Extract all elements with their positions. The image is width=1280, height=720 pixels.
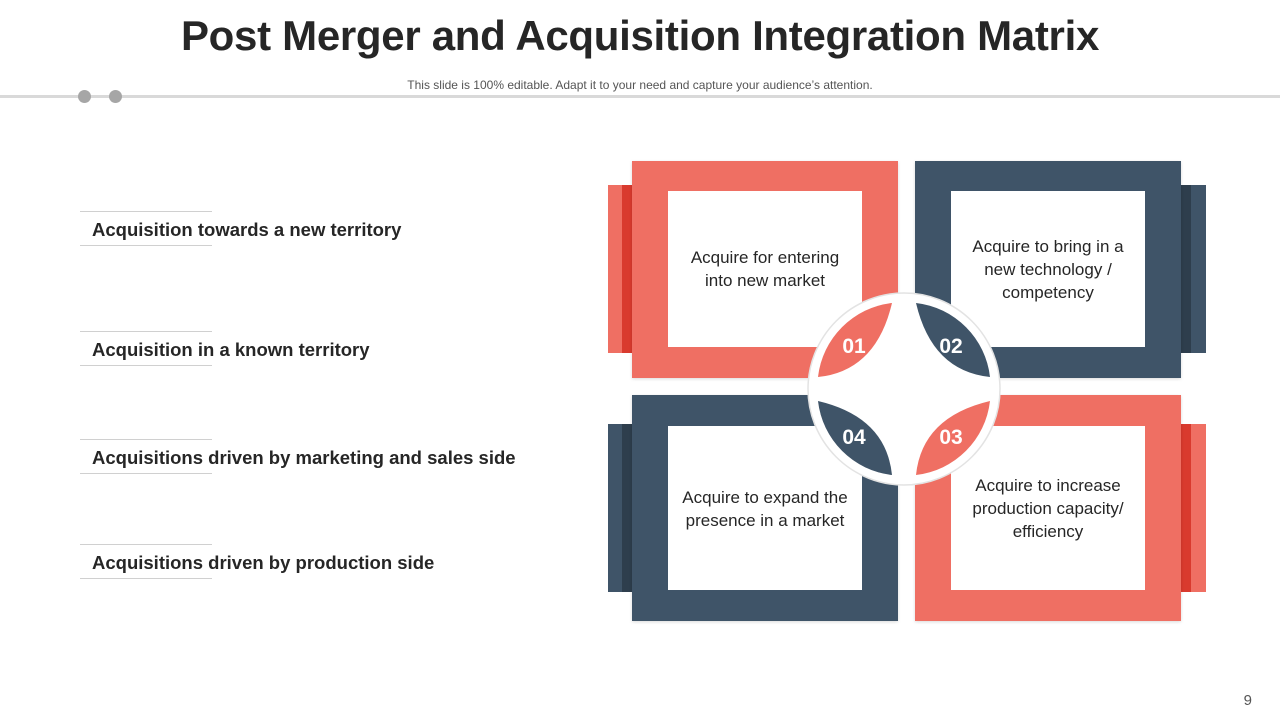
label-rule-top — [80, 439, 212, 440]
petal-number-04: 04 — [842, 426, 866, 449]
quadrant-2-frame: Acquire to bring in a new technology / c… — [915, 161, 1181, 378]
quadrant-4-frame: Acquire to expand the presence in a mark… — [632, 395, 898, 621]
label-rule-top — [80, 211, 212, 212]
quadrant-1-side-bar — [608, 185, 632, 353]
label-text: Acquisitions driven by production side — [92, 552, 435, 573]
quadrant-1-frame: Acquire for entering into new market — [632, 161, 898, 378]
quadrant-3-text: Acquire to increase production capacity/… — [951, 426, 1145, 590]
petal-01 — [818, 303, 892, 377]
petal-number-02: 02 — [939, 335, 962, 358]
quadrant-1-text: Acquire for entering into new market — [668, 191, 862, 347]
label-rule-bottom — [80, 365, 212, 366]
quadrant-3-side-bar — [1181, 424, 1206, 592]
petal-number-01: 01 — [842, 335, 866, 358]
label-rule-bottom — [80, 578, 212, 579]
header-divider — [0, 95, 1280, 98]
center-circle-graphic: 01 02 04 03 — [807, 292, 1001, 486]
label-rule-top — [80, 544, 212, 545]
page-subtitle: This slide is 100% editable. Adapt it to… — [407, 78, 873, 92]
label-rule-top — [80, 331, 212, 332]
label-rule-bottom — [80, 245, 212, 246]
quadrant-4-text: Acquire to expand the presence in a mark… — [668, 426, 862, 590]
label-text: Acquisitions driven by marketing and sal… — [92, 447, 516, 468]
petal-04 — [818, 401, 892, 475]
decor-dot-1 — [78, 90, 91, 103]
center-circle-outline — [807, 292, 1001, 486]
label-text: Acquisition in a known territory — [92, 339, 370, 360]
quadrant-2-side-bar — [1181, 185, 1206, 353]
petal-03 — [916, 401, 990, 475]
petal-02 — [916, 303, 990, 377]
label-rule-bottom — [80, 473, 212, 474]
label-text: Acquisition towards a new territory — [92, 219, 402, 240]
page-title: Post Merger and Acquisition Integration … — [180, 12, 1100, 59]
quadrant-4-side-bar — [608, 424, 632, 592]
decor-dot-2 — [109, 90, 122, 103]
quadrant-2-text: Acquire to bring in a new technology / c… — [951, 191, 1145, 347]
petal-number-03: 03 — [939, 426, 962, 449]
page-number: 9 — [1243, 692, 1252, 709]
center-circle-bg — [808, 293, 1000, 485]
